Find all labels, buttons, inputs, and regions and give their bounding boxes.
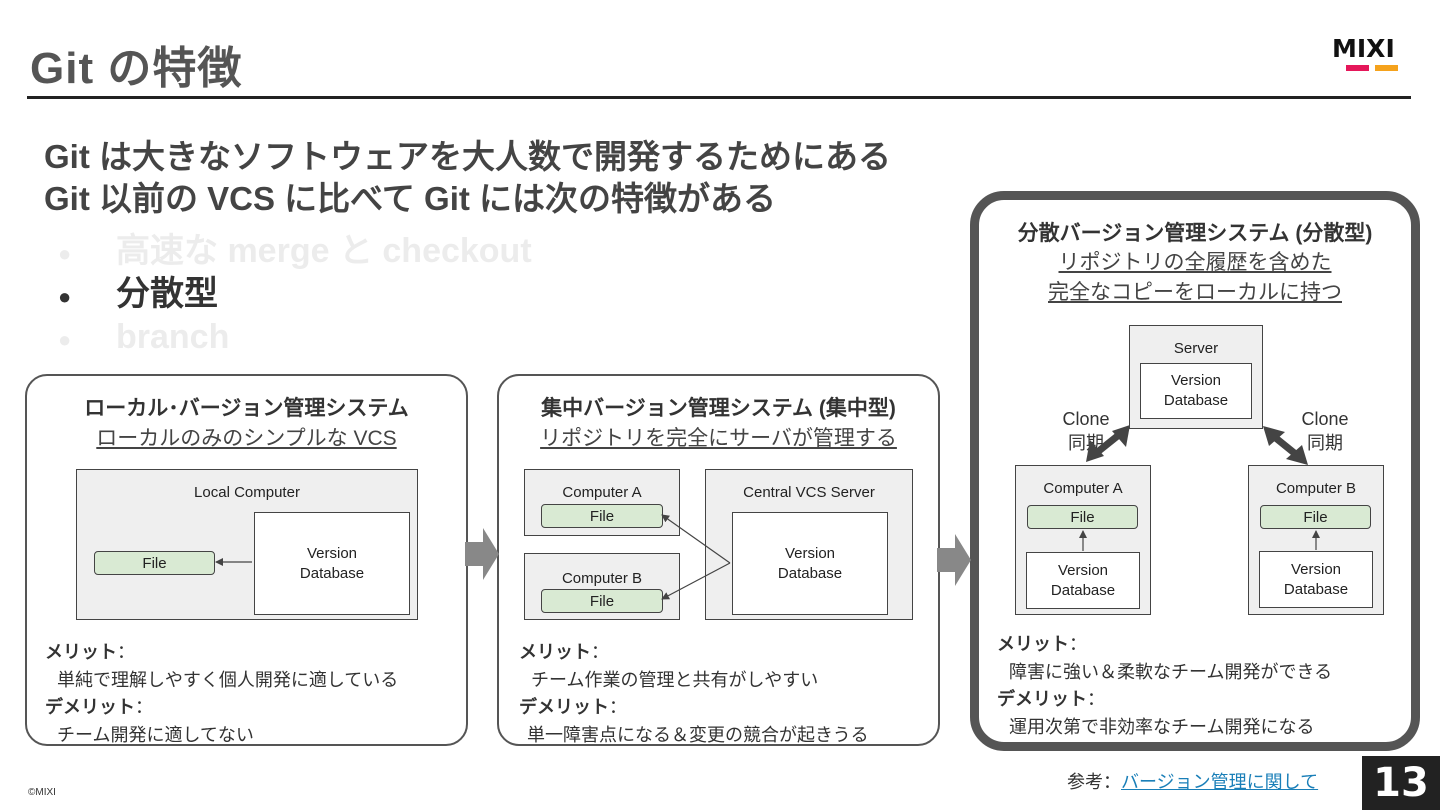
dist-computer-b-file: File: [1260, 505, 1371, 529]
feature-list: ● 高速な merge と checkout ● 分散型 ● branch: [58, 230, 532, 359]
distributed-vcs-title: 分散バージョン管理システム (分散型): [1017, 222, 1373, 245]
chevron-right-icon: [937, 534, 971, 586]
dist-computer-b-database: Version Database: [1259, 551, 1373, 608]
central-merit: メリット： チーム作業の管理と共有がしやすい デメリット： 単一障害点になる＆変…: [519, 638, 869, 747]
central-server-label: Central VCS Server: [743, 484, 875, 501]
central-vcs-title: 集中バージョン管理システム (集中型): [541, 397, 896, 420]
central-vcs-subtitle: リポジトリを完全にサーバが管理する: [540, 427, 897, 450]
feature-item-branch: ● branch: [58, 316, 532, 359]
bullet-dot-icon: ●: [58, 240, 72, 266]
local-file: File: [94, 551, 215, 575]
reference-link[interactable]: バージョン管理に関して: [1121, 772, 1319, 792]
merit-label: メリット: [519, 642, 591, 662]
demerit-label: デメリット: [519, 697, 609, 717]
central-vcs-panel: 集中バージョン管理システム (集中型) リポジトリを完全にサーバが管理する Co…: [497, 374, 940, 746]
distributed-merit: メリット： 障害に強い＆柔軟なチーム開発ができる デメリット： 運用次第で非効率…: [997, 630, 1332, 739]
mixi-logo: MIXI: [1332, 36, 1412, 76]
bullet-dot-icon: ●: [58, 283, 72, 309]
colon: ：: [135, 697, 153, 717]
distributed-vcs-subtitle-1: リポジトリの全履歴を含めた: [1058, 251, 1332, 274]
bullet-dot-icon: ●: [58, 326, 72, 352]
lead-line-2: Git 以前の VCS に比べて Git には次の特徴がある: [44, 180, 777, 217]
merit-label: メリット: [45, 642, 117, 662]
colon: ：: [591, 642, 609, 662]
computer-a-file: File: [541, 504, 663, 528]
server-version-database: Version Database: [1140, 363, 1252, 419]
feature-item-label: 高速な merge と checkout: [116, 232, 532, 270]
local-merit: メリット： 単純で理解しやすく個人開発に適している デメリット： チーム開発に適…: [45, 638, 398, 747]
computer-b-label: Computer B: [561, 570, 643, 587]
lead-line-1: Git は大きなソフトウェアを大人数で開発するためにある: [44, 138, 891, 175]
local-vcs-panel: ローカル･バージョン管理システム ローカルのみのシンプルな VCS Local …: [25, 374, 468, 746]
merit-label: メリット: [997, 634, 1069, 654]
dist-computer-b-label: Computer B: [1275, 480, 1357, 497]
title-divider: [27, 96, 1411, 99]
dist-computer-a-database: Version Database: [1026, 552, 1140, 609]
feature-item-label: branch: [116, 318, 230, 356]
clone-sync-label-right: Clone 同期: [1301, 409, 1349, 453]
central-merit-text: チーム作業の管理と共有がしやすい: [531, 670, 819, 690]
dist-computer-a-file: File: [1027, 505, 1138, 529]
demerit-label: デメリット: [45, 697, 135, 717]
local-version-database: Version Database: [254, 512, 410, 615]
local-vcs-title: ローカル･バージョン管理システム: [84, 397, 409, 420]
central-demerit-text: 単一障害点になる＆変更の競合が起きうる: [527, 725, 869, 745]
logo-bar-orange: [1375, 65, 1398, 71]
reference: 参考：バージョン管理に関して: [1067, 768, 1318, 794]
colon: ：: [1069, 634, 1087, 654]
local-vcs-subtitle: ローカルのみのシンプルな VCS: [96, 427, 397, 450]
distributed-vcs-panel: 分散バージョン管理システム (分散型) リポジトリの全履歴を含めた 完全なコピー…: [970, 191, 1420, 751]
computer-b-file: File: [541, 589, 663, 613]
local-computer-label: Local Computer: [194, 484, 300, 501]
clone-sync-label-left: Clone 同期: [1062, 409, 1110, 453]
feature-item-label: 分散型: [116, 275, 218, 313]
distributed-merit-text: 障害に強い＆柔軟なチーム開発ができる: [1009, 662, 1333, 682]
dist-computer-a-label: Computer A: [1043, 480, 1123, 497]
colon: ：: [1087, 689, 1105, 709]
feature-item-merge: ● 高速な merge と checkout: [58, 230, 532, 273]
feature-item-distributed: ● 分散型: [58, 273, 532, 316]
server-label: Server: [1173, 340, 1219, 357]
logo-text: MIXI: [1332, 34, 1395, 63]
computer-a-label: Computer A: [562, 484, 642, 501]
page-number: 13: [1362, 756, 1440, 810]
demerit-label: デメリット: [997, 689, 1087, 709]
local-merit-text: 単純で理解しやすく個人開発に適している: [57, 670, 399, 690]
logo-bar-pink: [1346, 65, 1369, 71]
page-title: Git の特徴: [30, 44, 243, 93]
distributed-demerit-text: 運用次第で非効率なチーム開発になる: [1009, 717, 1315, 737]
colon: ：: [117, 642, 135, 662]
chevron-right-icon: [465, 528, 499, 580]
copyright: ©MIXI: [28, 787, 56, 798]
central-version-database: Version Database: [732, 512, 888, 615]
local-demerit-text: チーム開発に適してない: [57, 725, 254, 745]
colon: ：: [609, 697, 627, 717]
reference-prefix: 参考：: [1067, 772, 1121, 792]
distributed-vcs-subtitle-2: 完全なコピーをローカルに持つ: [1048, 281, 1342, 304]
